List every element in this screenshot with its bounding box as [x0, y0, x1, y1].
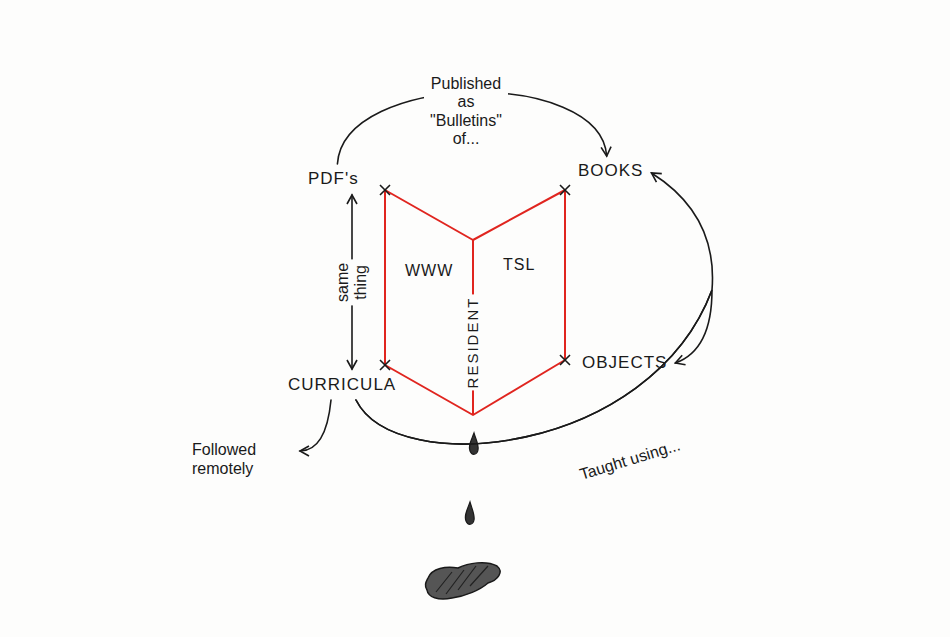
corner-cross: [560, 185, 570, 195]
corner-cross: [380, 360, 390, 370]
ink-blot: [425, 563, 500, 599]
corner-label: CURRICULA: [286, 374, 398, 396]
corner-cross: [560, 355, 570, 365]
corner-node: PDF's: [306, 168, 361, 190]
edge-label: Published as "Bulletins" of...: [424, 75, 508, 149]
connector: [356, 173, 712, 444]
book-line: [385, 190, 565, 415]
connector: [300, 400, 331, 451]
corner-label: BOOKS: [576, 160, 645, 182]
edge-label: same thing: [334, 259, 371, 305]
corner-node: BOOKS: [576, 160, 645, 182]
corner-label: OBJECTS: [580, 352, 669, 374]
connector: [356, 290, 712, 444]
note-text: Followed remotely: [192, 440, 296, 478]
corner-label: PDF's: [306, 168, 361, 190]
spine-text: RESIDENT: [464, 294, 481, 390]
ink-drop: [465, 502, 474, 524]
page-text: WWW: [405, 262, 453, 280]
note-node: Followed remotely: [192, 440, 296, 478]
edge-label: Taught using...: [578, 436, 683, 484]
corner-node: OBJECTS: [580, 352, 669, 374]
ink-hatch: [436, 566, 488, 594]
page-text: TSL: [503, 256, 535, 274]
corner-cross: [380, 185, 390, 195]
book-shape: WWW RESIDENT TSL: [385, 190, 565, 415]
corner-node: CURRICULA: [286, 374, 398, 396]
